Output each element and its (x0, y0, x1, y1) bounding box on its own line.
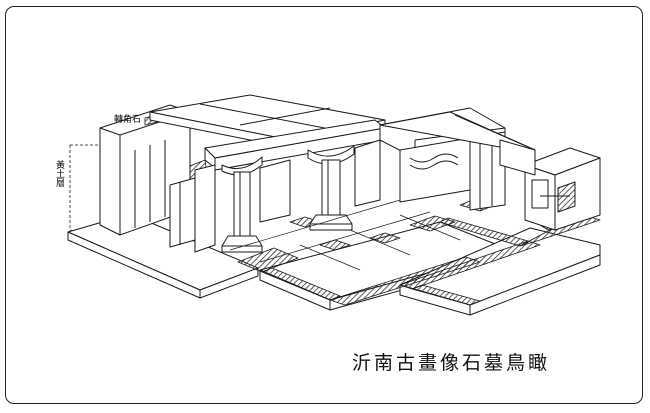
figure-title: 沂南古畫像石墓鳥瞰 (352, 352, 551, 374)
rear-wall (379, 111, 536, 176)
corner-stone-label: 轉角石 (114, 115, 142, 125)
side-layer-label: 黃土層 (54, 160, 64, 187)
floor-lines (229, 199, 461, 271)
right-side-chamber (524, 147, 601, 231)
central-pillar (307, 145, 355, 231)
inner-walls (169, 139, 381, 253)
left-pillar (221, 156, 263, 253)
